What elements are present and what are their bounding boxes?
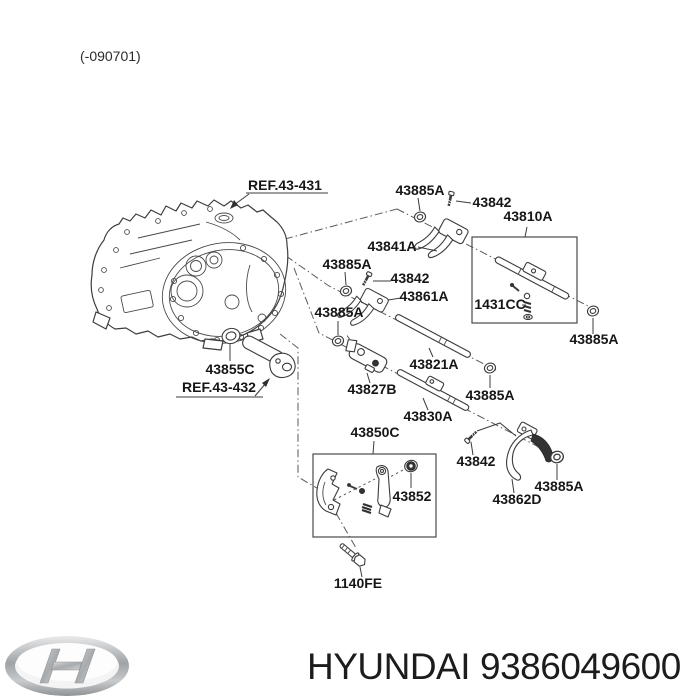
part-label-43855c: 43855C: [205, 361, 254, 377]
shift-lug-43827b: [345, 335, 388, 373]
bolt-1140fe: [339, 543, 366, 567]
snap-ring-3: [338, 284, 354, 298]
ref-label-43-432: REF.43-432: [182, 379, 256, 395]
bolt-43842-1: [444, 189, 456, 208]
part-label-43850c: 43850C: [350, 424, 399, 440]
oil-seal-43855c: [221, 327, 241, 345]
part-label-43885a-5: 43885A: [465, 387, 514, 403]
part-label-43885a-4: 43885A: [569, 331, 618, 347]
part-number: 9386049600: [480, 646, 681, 687]
part-label-43842-2: 43842: [391, 270, 430, 286]
shift-rail-43810a: [494, 256, 570, 300]
part-label-43852: 43852: [393, 488, 432, 504]
ref-label-43-431: REF.43-431: [248, 177, 322, 193]
leader-lines: [176, 192, 594, 578]
snap-ring-5: [482, 361, 498, 375]
part-label-43842-3: 43842: [457, 453, 496, 469]
part-label-43830a: 43830A: [403, 408, 452, 424]
part-label-43842-1: 43842: [473, 194, 512, 210]
shift-fork-43862d: [476, 421, 554, 481]
part-label-43885a-6: 43885A: [534, 478, 583, 494]
snap-ring-1: [412, 210, 428, 224]
brand-name: HYUNDAI: [307, 646, 470, 687]
shift-rail-43830a: [396, 369, 470, 411]
part-label-43861a: 43861A: [399, 288, 448, 304]
select-lever-assembly-43850c: [316, 459, 418, 518]
part-label-43821a: 43821A: [409, 356, 458, 372]
detail-box-43850c: [312, 453, 437, 538]
bolt-43842-2: [359, 269, 374, 288]
part-label-43885a-1: 43885A: [395, 182, 444, 198]
part-label-43827b: 43827B: [347, 381, 396, 397]
part-label-43885a-3: 43885A: [314, 304, 363, 320]
part-label-1140fe: 1140FE: [334, 575, 382, 591]
part-label-43841a: 43841A: [367, 238, 416, 254]
detent-parts-1431cc: [509, 282, 533, 321]
detail-box-43810a: [471, 236, 578, 324]
bolt-43842-3: [462, 428, 480, 446]
part-label-43810a: 43810A: [503, 208, 552, 224]
nut-43852: [404, 459, 418, 473]
hyundai-logo-icon: [5, 636, 129, 696]
case-bolt-holes: [98, 206, 285, 344]
part-label-43862d: 43862D: [492, 491, 541, 507]
snap-ring-2: [585, 304, 601, 318]
revision-code: (-090701): [80, 48, 141, 64]
output-sleeve-ref-43-432: [242, 335, 296, 379]
part-label-1431cc: 1431CC: [474, 296, 525, 312]
part-label-43885a-2: 43885A: [322, 256, 371, 272]
shift-rail-43821a: [395, 314, 471, 358]
transmission-case-drawing: [90, 199, 289, 351]
